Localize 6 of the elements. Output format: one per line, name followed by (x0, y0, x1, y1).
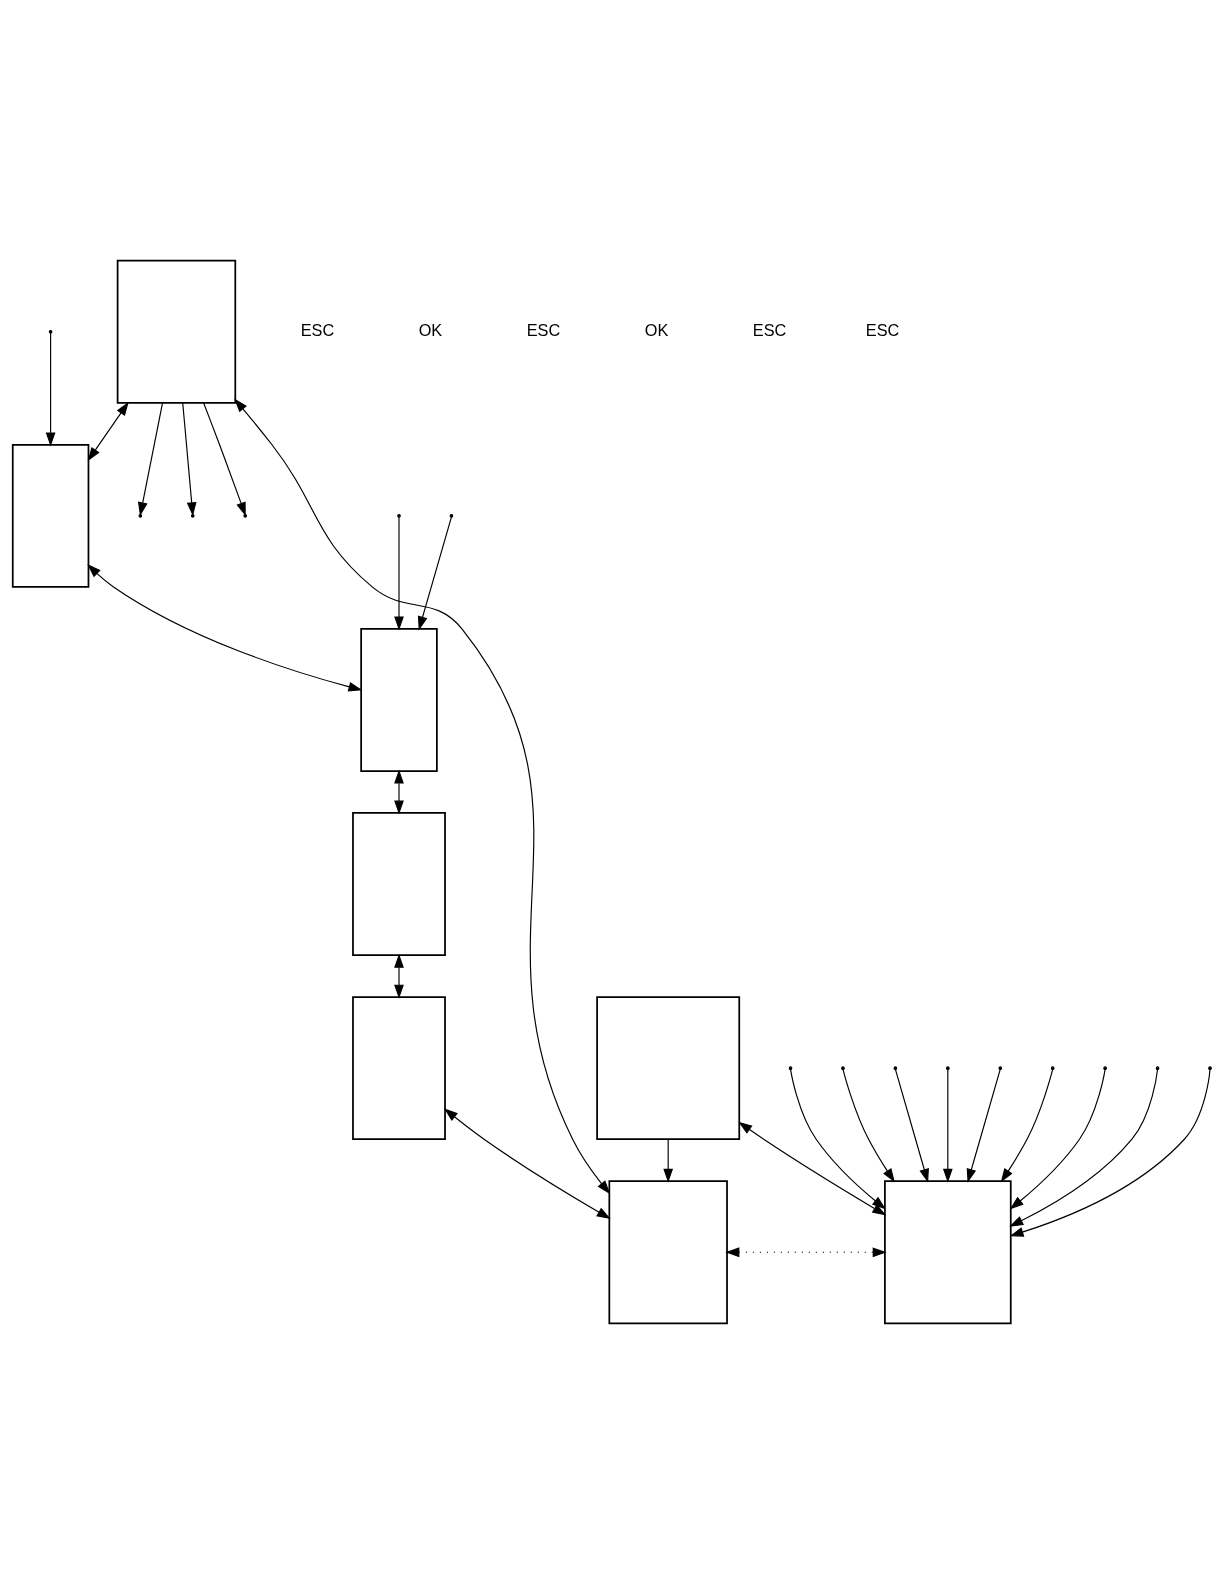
label: ESC (300, 321, 335, 340)
label: OK (644, 321, 669, 340)
label: ESC (865, 321, 900, 340)
label: OK (418, 321, 443, 340)
label: ESC (526, 321, 561, 340)
label: ESC (752, 321, 787, 340)
